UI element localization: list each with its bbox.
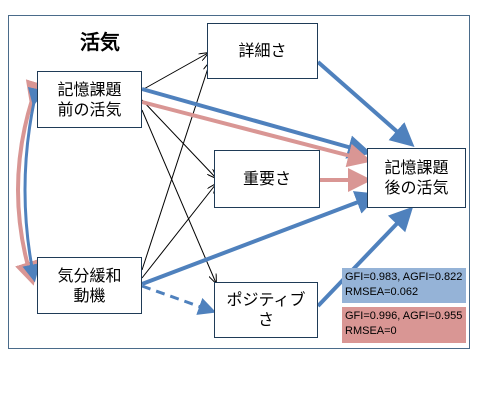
node-positivity: ポジティブ さ: [214, 282, 318, 338]
fit-box-red: GFI=0.996, AGFI=0.955 RMSEA=0: [342, 307, 466, 343]
path-black-mb-detail: [141, 53, 208, 91]
node-importance: 重要さ: [214, 150, 320, 208]
path-black-mb-importance: [141, 99, 216, 178]
path-blue-mo-positivity: [141, 284, 217, 315]
node-memory-after: 記憶課題 後の活気: [367, 148, 466, 208]
path-blue-mo-after: [141, 191, 380, 286]
path-black-mo-detail: [141, 62, 210, 271]
node-motivation: 気分緩和 動機: [37, 257, 142, 314]
path-blue-mb-after: [141, 87, 372, 159]
correlation-blue: [22, 86, 46, 283]
path-black-mo-importance: [141, 184, 216, 279]
fit-box-blue: GFI=0.983, AGFI=0.822 RMSEA=0.062: [342, 268, 466, 303]
path-red-mb-after: [141, 100, 372, 168]
diagram-title: 活気: [80, 30, 120, 54]
path-black-mb-positivity: [141, 109, 216, 283]
path-blue-positivity-after: [316, 206, 414, 308]
path-blue-detail-after: [316, 60, 415, 147]
node-memory-before: 記憶課題 前の活気: [37, 71, 142, 128]
node-detail: 詳細さ: [207, 23, 318, 79]
